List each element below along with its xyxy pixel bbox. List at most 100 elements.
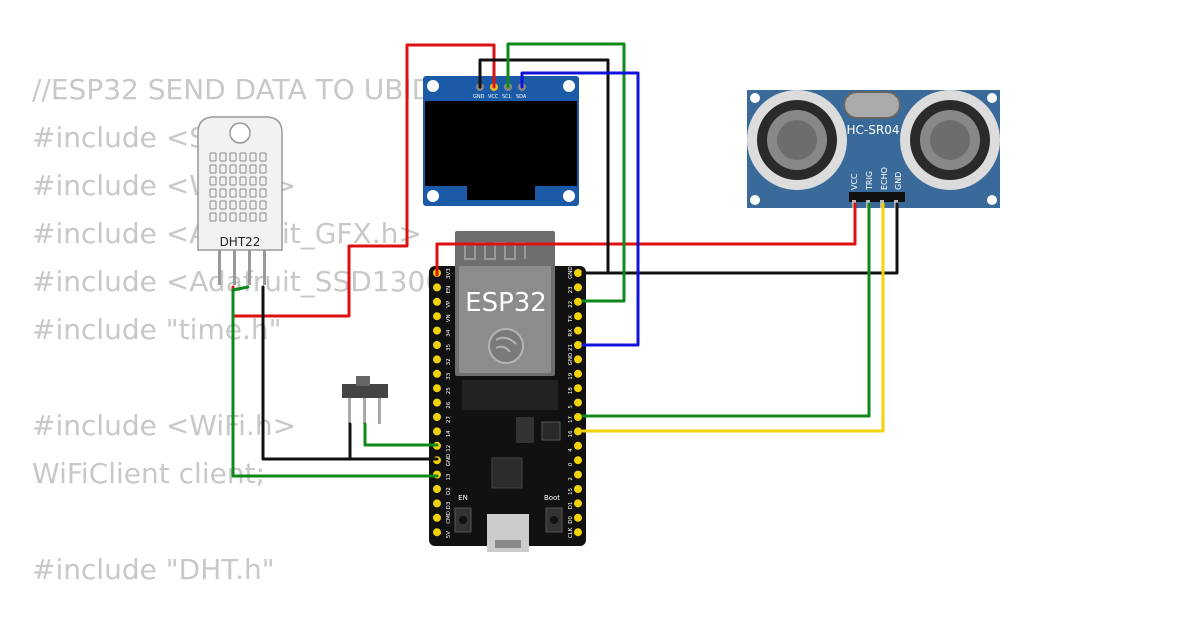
esp32-pin-label: 19 bbox=[568, 372, 574, 379]
hc-pin-gnd: GND bbox=[894, 172, 903, 190]
esp32-pin-label: EN bbox=[446, 286, 452, 294]
en-label: EN bbox=[458, 494, 468, 502]
esp32-pin-label: 15 bbox=[568, 488, 574, 495]
esp32-pin-right[interactable] bbox=[574, 427, 582, 436]
esp32-pin-label: 25 bbox=[446, 387, 452, 394]
oled-pin-vcc: VCC bbox=[488, 94, 499, 100]
esp32-pin-label: 3V3 bbox=[446, 268, 452, 279]
esp32-pin-right[interactable] bbox=[574, 398, 582, 407]
esp32-pin-label: VN bbox=[446, 314, 452, 322]
esp32-pin-label: 34 bbox=[446, 329, 452, 336]
esp32-pin-label: VP bbox=[446, 300, 452, 308]
esp32-pin-left[interactable] bbox=[433, 413, 441, 421]
esp32-pin-left[interactable] bbox=[433, 297, 441, 306]
oled-display[interactable]: GND VCC SCL SDA bbox=[423, 76, 579, 206]
wires bbox=[231, 42, 899, 478]
esp32-pin-left[interactable] bbox=[433, 312, 441, 321]
esp32-pin-label: 35 bbox=[446, 344, 452, 351]
esp32-pin-left[interactable] bbox=[433, 341, 441, 349]
esp32-pin-left[interactable] bbox=[433, 485, 441, 493]
esp32-pin-label: 5V bbox=[446, 531, 452, 538]
esp32-pin-left[interactable] bbox=[433, 528, 441, 537]
esp32-pin-label: 32 bbox=[446, 358, 452, 365]
esp32-pin-right[interactable] bbox=[574, 513, 582, 522]
esp32-pin-right[interactable] bbox=[574, 312, 582, 321]
code-line: #include <WiFi.h> bbox=[32, 409, 297, 442]
esp32-pin-left[interactable] bbox=[433, 513, 441, 522]
esp32-pin-label: GND bbox=[568, 353, 574, 366]
esp32-pin-right[interactable] bbox=[574, 456, 582, 465]
hc-sr04-label: HC-SR04 bbox=[847, 123, 900, 137]
esp32-pin-right[interactable] bbox=[574, 297, 582, 306]
esp32-pin-label: 17 bbox=[568, 416, 574, 423]
esp32-pin-label: 16 bbox=[568, 430, 574, 437]
esp32-pin-right[interactable] bbox=[574, 384, 582, 393]
esp32-pin-label: GND bbox=[446, 454, 452, 467]
code-line: WiFiClient client; bbox=[32, 457, 265, 490]
hc-pin-trig: TRIG bbox=[865, 171, 874, 191]
esp32-board[interactable]: ESP32 EN Boot 3V3ENVPVN34353233252627141… bbox=[429, 231, 586, 552]
wire-green-oled-scl bbox=[506, 42, 626, 303]
esp32-pin-right[interactable] bbox=[574, 341, 582, 349]
code-line: #include <Adafruit_SSD1306 bbox=[32, 265, 444, 298]
code-line: //ESP32 SEND DATA TO UBID bbox=[32, 73, 434, 106]
esp32-pin-left[interactable] bbox=[433, 427, 441, 436]
esp32-pin-label: 0 bbox=[568, 462, 574, 466]
esp32-pin-left[interactable] bbox=[433, 355, 441, 364]
esp32-pin-label: 4 bbox=[568, 448, 574, 452]
esp32-pin-right[interactable] bbox=[574, 283, 582, 292]
esp32-pin-label: D1 bbox=[568, 502, 574, 510]
hc-pin-echo: ECHO bbox=[880, 167, 889, 190]
esp32-pin-left[interactable] bbox=[433, 369, 441, 378]
wire-yellow-hc-echo bbox=[581, 202, 885, 433]
usb-uart-chip bbox=[491, 457, 523, 489]
slide-switch[interactable] bbox=[342, 376, 388, 424]
esp32-pin-right[interactable] bbox=[574, 355, 582, 364]
esp32-pin-right[interactable] bbox=[574, 326, 582, 335]
esp32-pin-right[interactable] bbox=[574, 441, 582, 450]
esp32-pin-label: D0 bbox=[568, 516, 574, 524]
wire-green-dht-data bbox=[231, 285, 439, 478]
esp32-pin-label: 5 bbox=[568, 405, 574, 409]
esp32-pin-left[interactable] bbox=[433, 283, 441, 292]
wire-green-switch bbox=[363, 422, 439, 447]
esp32-pin-left[interactable] bbox=[433, 499, 441, 508]
esp32-pin-right[interactable] bbox=[574, 499, 582, 508]
transducer-left bbox=[747, 90, 847, 190]
esp32-pin-right[interactable] bbox=[574, 485, 582, 493]
esp32-pin-label: 18 bbox=[568, 387, 574, 394]
esp32-pin-label: 27 bbox=[446, 416, 452, 423]
crystal-oscillator bbox=[843, 91, 901, 119]
hc-sr04-sensor[interactable]: HC-SR04 VCC TRIG ECHO GND bbox=[747, 90, 1000, 208]
wire-green-hc-trig bbox=[581, 202, 871, 418]
esp32-pin-label: 14 bbox=[446, 430, 452, 437]
esp32-pin-label: D3 bbox=[446, 501, 452, 509]
hc-pin-vcc: VCC bbox=[850, 173, 859, 190]
dht22-label: DHT22 bbox=[220, 235, 261, 249]
esp32-pin-right[interactable] bbox=[574, 269, 582, 277]
esp32-pin-left[interactable] bbox=[433, 398, 441, 407]
dht22-sensor[interactable]: DHT22 bbox=[197, 116, 283, 285]
esp32-pin-left[interactable] bbox=[433, 326, 441, 335]
esp32-pin-label: GND bbox=[568, 266, 574, 279]
esp32-pin-label: 26 bbox=[446, 401, 452, 408]
esp32-pin-right[interactable] bbox=[574, 528, 582, 537]
esp32-pin-label: CMD bbox=[446, 511, 452, 524]
oled-pin-scl: SCL bbox=[502, 94, 512, 100]
transducer-right bbox=[900, 90, 1000, 190]
esp32-pin-right[interactable] bbox=[574, 369, 582, 378]
esp32-pin-right[interactable] bbox=[574, 470, 582, 479]
oled-screen bbox=[425, 101, 577, 186]
esp32-pin-label: 22 bbox=[568, 301, 574, 308]
esp32-pin-right[interactable] bbox=[574, 413, 582, 421]
esp32-pin-label: RX bbox=[568, 329, 574, 337]
esp32-pin-label: 23 bbox=[568, 286, 574, 293]
esp32-pin-label: 13 bbox=[446, 473, 452, 480]
dht22-grille bbox=[209, 152, 267, 222]
wire-red-dht-3v3 bbox=[231, 43, 496, 318]
esp32-pin-left[interactable] bbox=[433, 384, 441, 393]
esp32-pin-label: 33 bbox=[446, 372, 452, 379]
espressif-logo-icon bbox=[488, 328, 524, 364]
